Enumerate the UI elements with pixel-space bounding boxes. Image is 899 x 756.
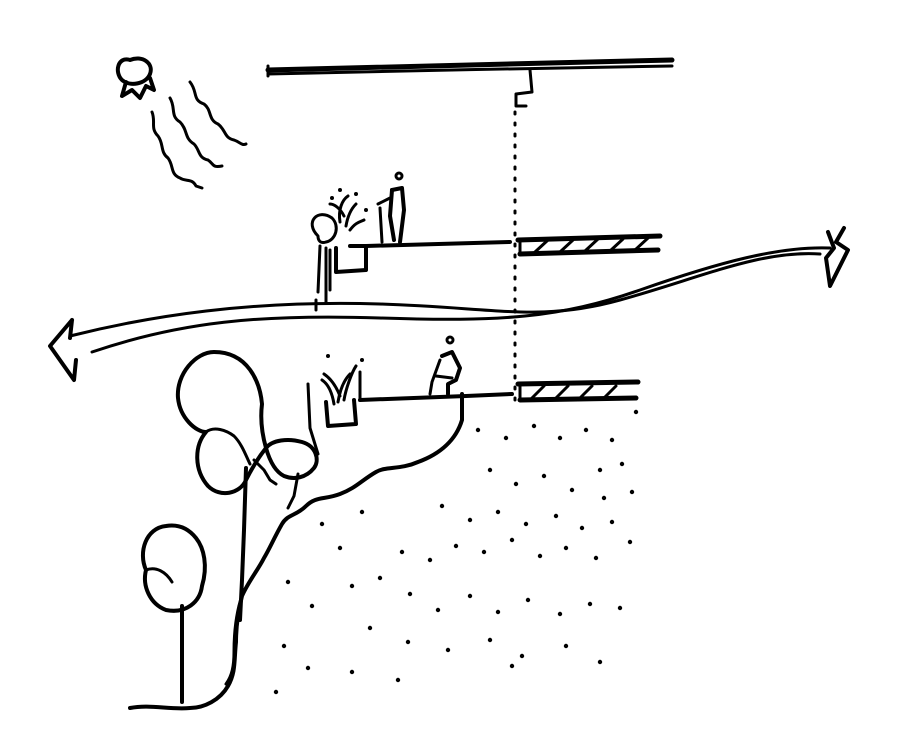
roof-slab [265, 57, 675, 78]
stipple-dot [609, 519, 615, 525]
stipple-dot [495, 509, 501, 515]
sun-icon [115, 56, 156, 100]
stipple-dot [525, 597, 531, 603]
stipple-dot [509, 663, 515, 669]
stipple-dot [359, 509, 365, 515]
stipple-dot [557, 435, 563, 441]
airflow-arrow [48, 226, 850, 382]
stipple-dot [435, 607, 441, 613]
stipple-dot [475, 427, 481, 433]
upper-floor-slab [364, 233, 663, 257]
stipple-dot [509, 537, 515, 543]
stipple-dot [481, 549, 487, 555]
stipple-dot [593, 555, 599, 561]
upper-planter [310, 188, 368, 312]
stipple-dot [309, 603, 315, 609]
stipple-dot [349, 583, 355, 589]
stipple-dot [617, 605, 623, 611]
ground-stipple [273, 409, 639, 695]
stipple-dot [399, 549, 405, 555]
terrain-profile [128, 392, 464, 711]
stipple-dot [597, 467, 603, 473]
stipple-dot [453, 543, 459, 549]
stipple-dot [319, 521, 325, 527]
stipple-dot [487, 467, 493, 473]
stipple-dot [519, 653, 525, 659]
stipple-dot [495, 609, 501, 615]
stipple-dot [633, 409, 639, 415]
stipple-dot [557, 611, 563, 617]
stipple-dot [445, 647, 451, 653]
arrow-head-right [824, 226, 850, 288]
stipple-dot [337, 545, 343, 551]
tree-large [175, 350, 319, 622]
stipple-dot [609, 437, 615, 443]
stipple-dot [487, 637, 493, 643]
cliff-edge [224, 588, 246, 686]
arrow-head-left [48, 318, 78, 382]
stipple-dot [587, 601, 593, 607]
stipple-dot [601, 495, 607, 501]
lower-floor-slab [358, 379, 641, 403]
stipple-dot [523, 521, 529, 527]
stipple-dot [627, 539, 633, 545]
stipple-dot [553, 513, 559, 519]
sun-ray [188, 80, 248, 146]
stipple-dot [541, 473, 547, 479]
stipple-dot [503, 435, 509, 441]
roof-hanger [514, 68, 534, 108]
lower-planter [306, 354, 364, 456]
tree-small [140, 523, 207, 704]
stipple-dot [367, 625, 373, 631]
stipple-dot [305, 665, 311, 671]
stipple-dot [467, 517, 473, 523]
stipple-dot [569, 487, 575, 493]
stipple-dot [597, 659, 603, 665]
stipple-dot [405, 639, 411, 645]
stipple-dot [513, 481, 519, 487]
stipple-dot [407, 591, 413, 597]
stipple-dot [281, 643, 287, 649]
stipple-dot [427, 557, 433, 563]
stipple-dot [285, 579, 291, 585]
stipple-dot [395, 677, 401, 683]
stipple-dot [377, 575, 383, 581]
sun-rays [150, 80, 248, 190]
stipple-dot [273, 689, 279, 695]
seated-person-icon [428, 335, 462, 396]
stipple-dot [563, 643, 569, 649]
standing-person-icon [364, 171, 406, 244]
stipple-dot [439, 503, 445, 509]
sun-ray [168, 96, 224, 168]
stipple-dot [563, 545, 569, 551]
sun-ray [150, 110, 204, 190]
stipple-dot [467, 593, 473, 599]
stipple-dot [349, 669, 355, 675]
stipple-dot [531, 423, 537, 429]
stipple-dot [537, 553, 543, 559]
stipple-dot [579, 525, 585, 531]
stipple-dot [583, 427, 589, 433]
stipple-dot [629, 489, 635, 495]
stipple-dot [619, 461, 625, 467]
